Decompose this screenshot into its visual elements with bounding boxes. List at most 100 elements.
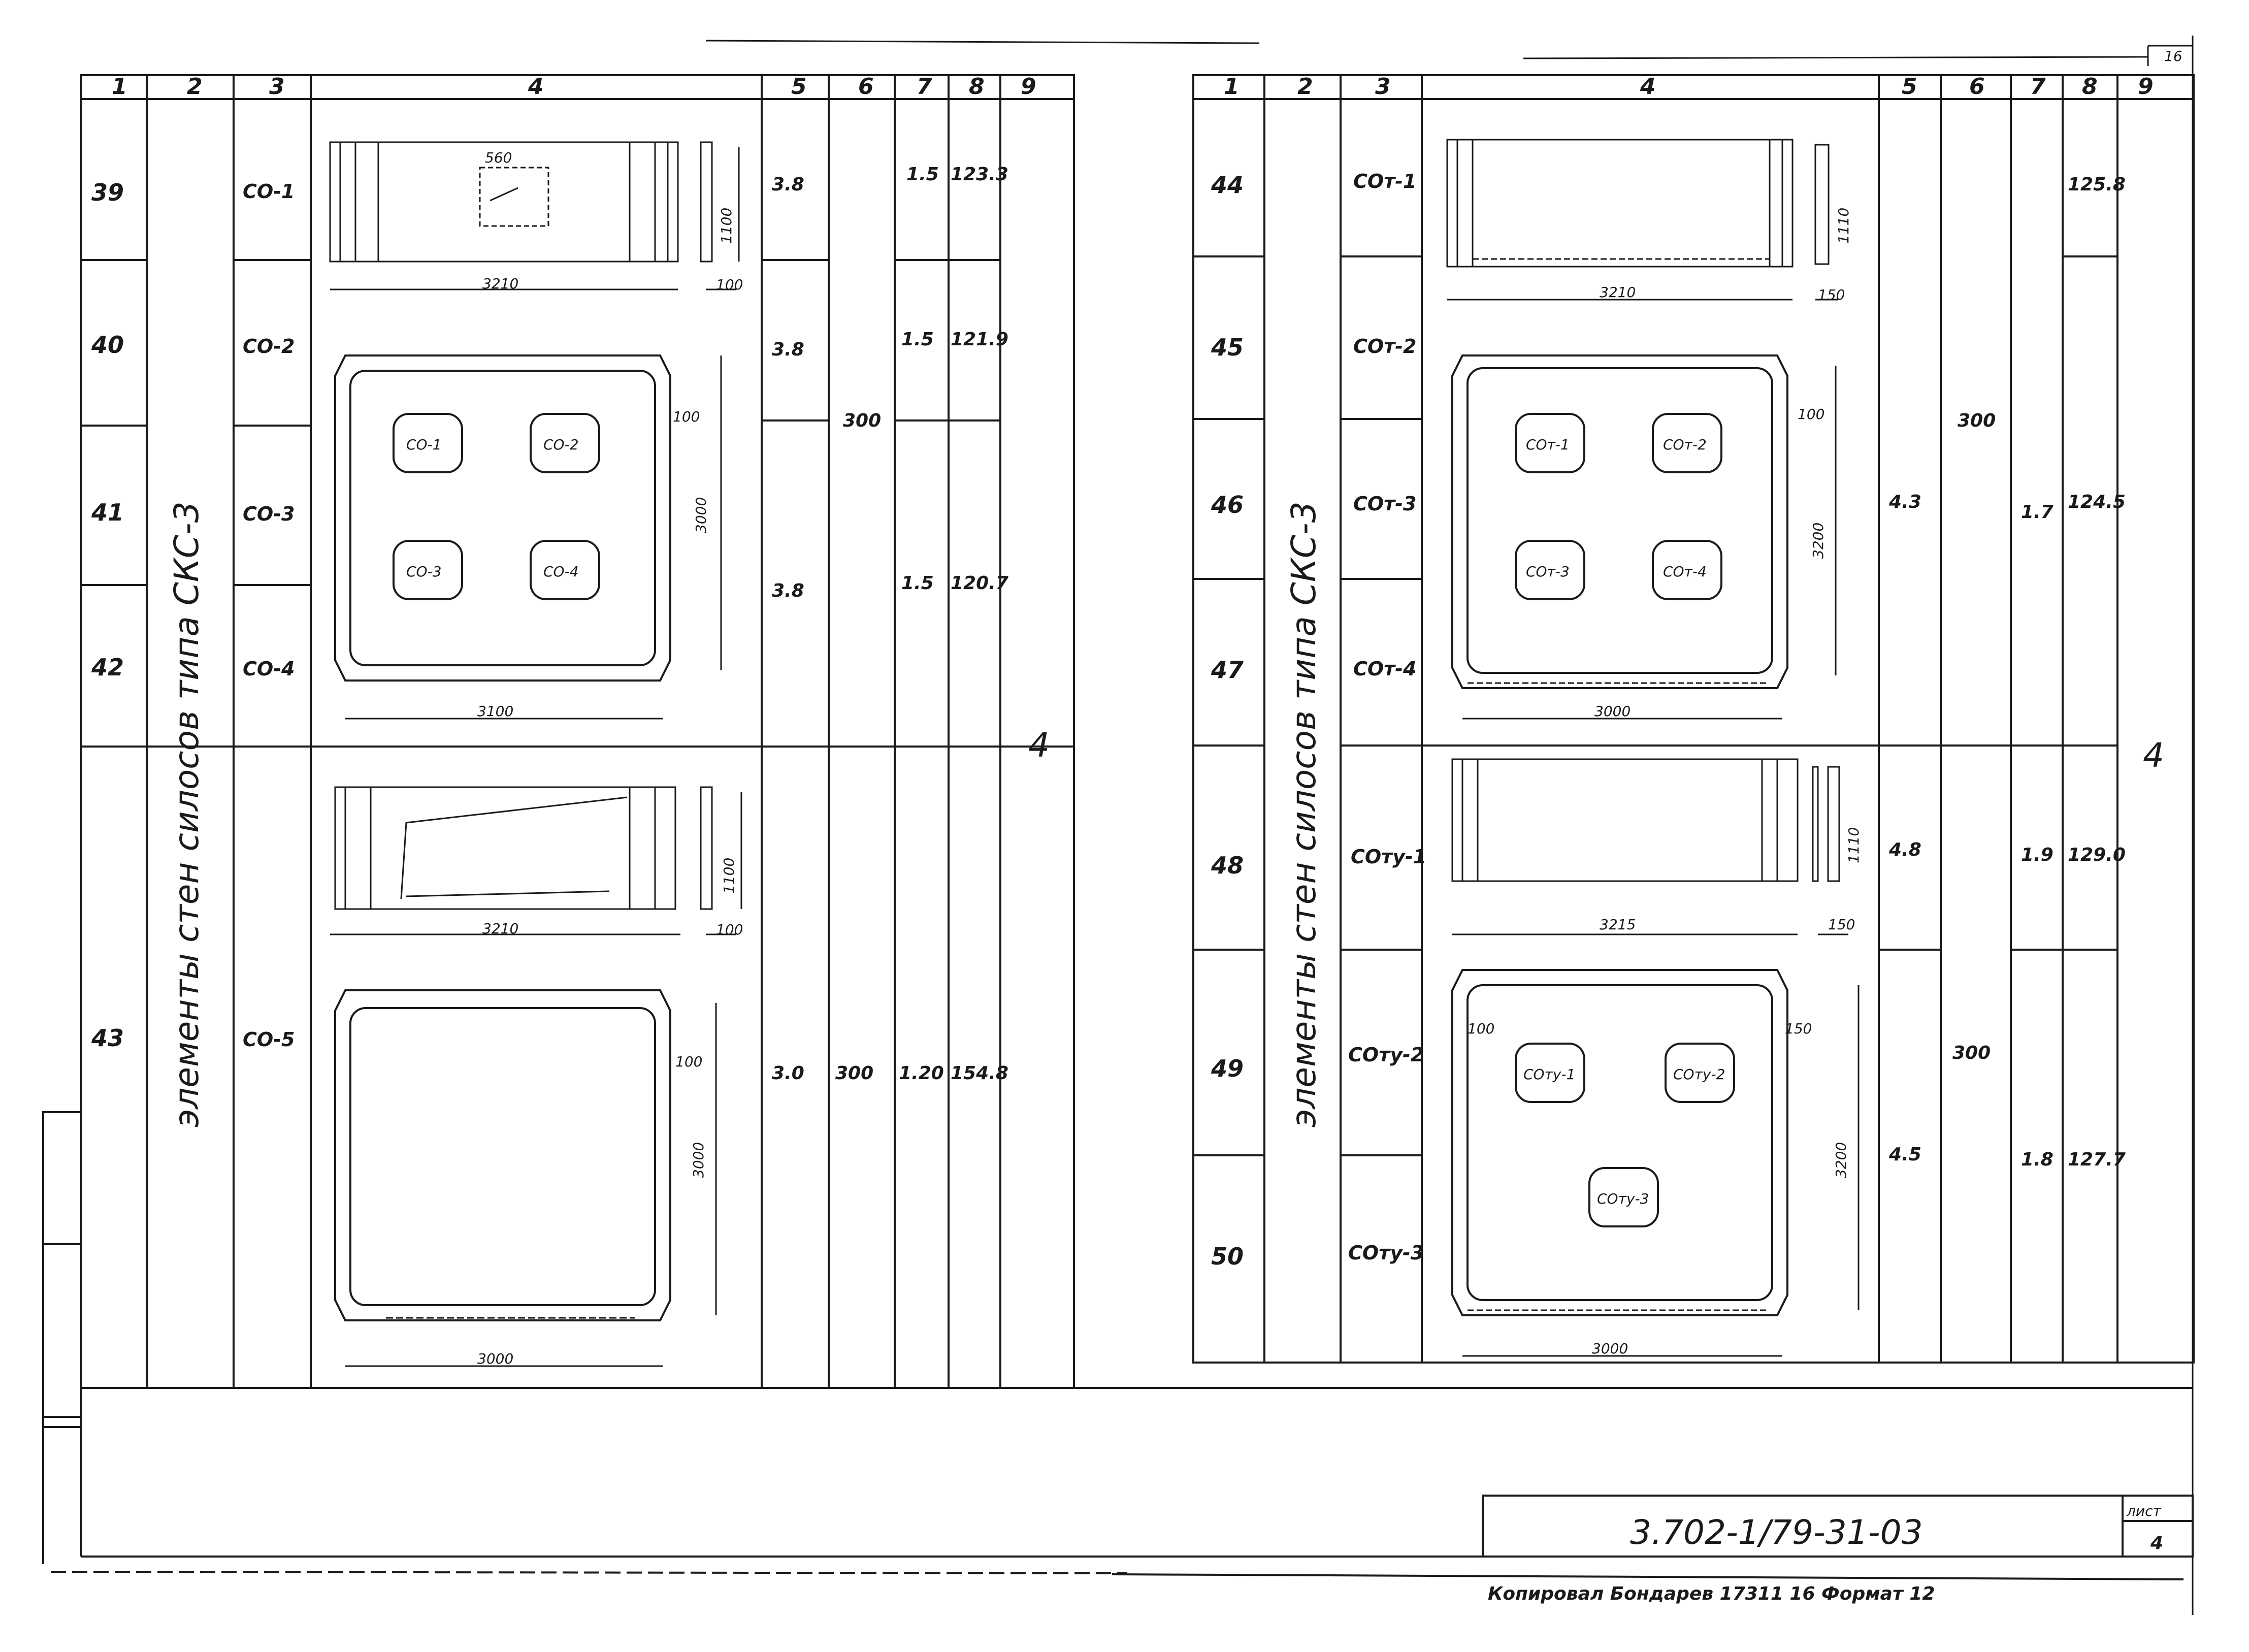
plan-label: СОт-3 <box>1526 563 1570 580</box>
row-number: 42 <box>91 654 124 681</box>
right-header-6: 6 <box>1969 74 1985 100</box>
value-col8: 129.0 <box>2068 845 2126 865</box>
dimension-label: 3000 <box>1592 1340 1628 1357</box>
plan-label: СОт-2 <box>1663 436 1707 453</box>
value-col5: 3.8 <box>772 339 804 360</box>
left-headers: 1 2 3 4 5 6 7 8 9 <box>112 74 1036 100</box>
dimension-label: 1110 <box>1845 827 1862 863</box>
right-headers: 1 2 3 4 5 6 7 8 9 <box>1224 74 2154 100</box>
element-mark: СО-4 <box>243 658 295 680</box>
dimension-label: 100 <box>716 276 743 293</box>
dimension-label: 1100 <box>721 858 737 894</box>
co5-plan-dims: 3000 100 3000 <box>477 1053 707 1367</box>
title-block: 3.702-1/79-31-03 лист 4 Копировал Бондар… <box>1488 1503 2163 1604</box>
value-col7: 1.20 <box>899 1063 944 1084</box>
value-col6: 300 <box>1958 410 1996 431</box>
plan-label: СОту-1 <box>1523 1066 1575 1083</box>
sheet-frame <box>42 1111 2194 1580</box>
sheet-number-top: 16 <box>2164 48 2182 64</box>
right-marks: СОт-1 СОт-2 СОт-3 СОт-4 СОту-1 СОту-2 СО… <box>1348 170 1426 1264</box>
element-mark: СОт-1 <box>1353 170 1416 192</box>
right-header-8: 8 <box>2082 74 2098 100</box>
element-mark: СОт-3 <box>1353 493 1416 515</box>
value-col6: 300 <box>835 1063 873 1084</box>
right-header-9: 9 <box>2138 74 2154 100</box>
dimension-label: 100 <box>673 408 700 425</box>
left-row-numbers: 39 40 41 42 43 <box>91 179 124 1052</box>
dimension-label: 3000 <box>477 1350 513 1367</box>
value-col6: 300 <box>1952 1043 1991 1063</box>
cot1-dims: 3210 150 1110 <box>1600 208 1852 303</box>
right-values: 4.3 300 1.7 125.8 124.5 4.8 1.9 129.0 30… <box>1888 174 2164 1170</box>
drawing-coty2-3-plan <box>1451 969 1860 1357</box>
row-number: 44 <box>1211 171 1244 199</box>
plan-label: СО-4 <box>543 563 579 580</box>
value-col9: 4 <box>2143 736 2164 775</box>
dimension-label: 150 <box>1828 916 1855 933</box>
value-col8: 124.5 <box>2068 492 2126 512</box>
element-mark: СО-1 <box>243 180 295 203</box>
value-col5: 4.8 <box>1888 839 1921 860</box>
plan-label: СО-2 <box>543 436 579 453</box>
dimension-label: 3000 <box>690 1142 707 1178</box>
value-col8: 123.3 <box>951 164 1008 185</box>
plan-label: СОту-2 <box>1673 1066 1725 1083</box>
top-edge <box>705 36 2194 1615</box>
left-table-grid <box>80 74 1075 1389</box>
row-number: 41 <box>91 499 124 526</box>
right-header-5: 5 <box>1902 74 1917 100</box>
element-mark: СОту-1 <box>1351 846 1426 868</box>
element-mark: СОт-2 <box>1353 335 1416 358</box>
drawing-co5-plan <box>334 989 717 1367</box>
dimension-label: 3215 <box>1600 916 1636 933</box>
row-number: 49 <box>1211 1055 1244 1082</box>
sheet-number: 4 <box>2150 1533 2163 1553</box>
left-marks: СО-1 СО-2 СО-3 СО-4 СО-5 <box>243 180 295 1051</box>
cot2-4-labels: СОт-1 СОт-2 СОт-3 СОт-4 3000 100 3200 <box>1526 406 1827 720</box>
row-number: 40 <box>91 331 124 359</box>
dimension-label: 100 <box>1468 1020 1494 1037</box>
value-col7: 1.5 <box>901 329 934 350</box>
drawing-co5-elevation <box>330 786 742 935</box>
plan-label: СОт-4 <box>1663 563 1707 580</box>
row-number: 39 <box>91 179 124 206</box>
value-col7: 1.7 <box>2021 502 2054 523</box>
row-number: 45 <box>1211 334 1244 361</box>
right-header-3: 3 <box>1375 74 1391 100</box>
drawing-coty1-elevation <box>1451 758 1848 935</box>
left-values: 3.8 3.8 3.8 3.0 300 300 1.5 1.5 1.5 1.20… <box>772 164 1050 1084</box>
footer-stamp: Копировал Бондарев 17311 16 Формат 12 <box>1488 1583 1935 1604</box>
plan-label: СОту-3 <box>1597 1190 1649 1207</box>
right-header-7: 7 <box>2030 74 2046 100</box>
left-header-5: 5 <box>791 74 807 100</box>
right-row-numbers: 44 45 46 47 48 49 50 <box>1211 171 1244 1270</box>
value-col5: 3.8 <box>772 174 804 195</box>
dimension-label: 1110 <box>1835 208 1852 244</box>
left-header-8: 8 <box>969 74 985 100</box>
dimension-label: 100 <box>716 921 743 938</box>
row-number: 48 <box>1211 852 1244 879</box>
right-group-label: элементы стен силосов типа СКС-3 <box>1284 501 1323 1127</box>
value-col7: 1.5 <box>901 573 934 594</box>
left-header-2: 2 <box>187 74 203 100</box>
value-col7: 1.8 <box>2021 1149 2054 1170</box>
coty1-dims: 3215 150 1110 <box>1600 827 1862 933</box>
drawing-cot1-elevation <box>1446 139 1838 301</box>
value-col5: 4.5 <box>1888 1144 1921 1165</box>
co2-4-labels: СО-1 СО-2 СО-3 СО-4 3100 100 3000 <box>406 408 709 720</box>
left-header-3: 3 <box>269 74 285 100</box>
left-header-1: 1 <box>112 74 127 100</box>
value-col5: 3.0 <box>772 1063 804 1084</box>
element-mark: СОт-4 <box>1353 658 1416 680</box>
element-mark: СО-2 <box>243 335 295 358</box>
dimension-label: 100 <box>1798 406 1824 423</box>
element-mark: СОту-3 <box>1348 1242 1424 1264</box>
dimension-label: 150 <box>1785 1020 1812 1037</box>
value-col8: 154.8 <box>951 1063 1008 1084</box>
value-col7: 1.5 <box>906 164 939 185</box>
value-col8: 121.9 <box>951 329 1008 350</box>
dimension-label: 1100 <box>718 208 735 244</box>
row-number: 50 <box>1211 1243 1244 1270</box>
plan-label: СОт-1 <box>1526 436 1570 453</box>
